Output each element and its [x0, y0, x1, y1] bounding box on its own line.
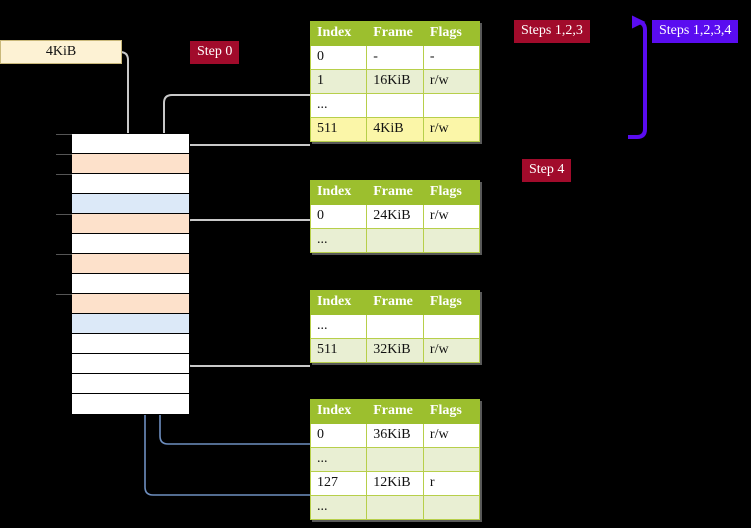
table-cell — [366, 447, 424, 472]
frame-tick-mark — [56, 134, 72, 135]
table-cell: 511 — [309, 338, 368, 363]
table-row: ... — [309, 93, 481, 118]
memory-frame-row — [72, 354, 189, 374]
memory-frame-row — [72, 134, 189, 154]
column-header-frame: Frame — [366, 290, 424, 315]
memory-frame-row — [72, 254, 189, 274]
table-cell: ... — [309, 495, 368, 520]
column-header-flags: Flags — [422, 21, 481, 46]
table-cell: r/w — [422, 117, 481, 142]
frame-tick-mark — [56, 214, 72, 215]
column-header-frame: Frame — [366, 21, 424, 46]
memory-frame-row — [72, 294, 189, 314]
memory-frame-row — [72, 334, 189, 354]
column-header-index: Index — [309, 180, 368, 205]
table-cell: 0 — [309, 204, 368, 229]
column-header-flags: Flags — [422, 180, 481, 205]
physical-memory-column — [56, 133, 190, 415]
table-cell: r — [422, 471, 481, 496]
column-header-index: Index — [309, 21, 368, 46]
table-row: ... — [309, 447, 481, 472]
table-cell: 24KiB — [366, 204, 424, 229]
table-cell — [422, 93, 481, 118]
wire-t3-row511-to-frame — [181, 316, 310, 367]
column-header-frame: Frame — [366, 180, 424, 205]
table-row: ... — [309, 228, 481, 253]
table-cell: 36KiB — [366, 423, 424, 448]
wire-t1-row511-to-frame — [177, 144, 310, 166]
badge-step-0: Step 0 — [190, 41, 240, 64]
frame-tick-mark — [56, 174, 72, 175]
table-cell: ... — [309, 447, 368, 472]
table-cell: 16KiB — [366, 69, 424, 94]
table-cell: 0 — [309, 45, 368, 70]
table-row: ... — [309, 314, 481, 339]
table-cell — [366, 495, 424, 520]
table-cell: 0 — [309, 423, 368, 448]
column-header-frame: Frame — [366, 399, 424, 424]
column-header-flags: Flags — [422, 399, 481, 424]
table-cell: 12KiB — [366, 471, 424, 496]
memory-frame-row — [72, 374, 189, 394]
memory-frame-row — [72, 274, 189, 294]
table-cell: 127 — [309, 471, 368, 496]
memory-frame-row — [72, 314, 189, 334]
table-cell: 32KiB — [366, 338, 424, 363]
table-cell — [422, 314, 481, 339]
table-row: 0-- — [309, 45, 481, 70]
table-cell: ... — [309, 314, 368, 339]
table-cell — [422, 447, 481, 472]
table-cell: 1 — [309, 69, 368, 94]
table-cell: - — [366, 45, 424, 70]
table-cell: r/w — [422, 69, 481, 94]
table-cell — [422, 228, 481, 253]
memory-frame-row — [72, 194, 189, 214]
badge-steps-1234: Steps 1,2,3,4 — [652, 20, 739, 43]
memory-frame-row — [72, 214, 189, 234]
table-cell: 4KiB — [366, 117, 424, 142]
table-cell — [422, 495, 481, 520]
table-row: ... — [309, 495, 481, 520]
column-header-index: Index — [309, 399, 368, 424]
table-cell: ... — [309, 93, 368, 118]
table-cell: 511 — [309, 117, 368, 142]
table-cell: r/w — [422, 204, 481, 229]
column-header-flags: Flags — [422, 290, 481, 315]
table-cell: - — [422, 45, 481, 70]
frame-tick-mark — [56, 154, 72, 155]
table-cell: r/w — [422, 423, 481, 448]
table-cell — [366, 228, 424, 253]
column-header-index: Index — [309, 290, 368, 315]
table-cell — [366, 314, 424, 339]
wire-steps-1234-bracket — [628, 15, 647, 139]
memory-frame-row — [72, 154, 189, 174]
memory-frame-row — [72, 174, 189, 194]
badge-steps-123: Steps 1,2,3 — [514, 20, 590, 43]
table-cell — [366, 93, 424, 118]
table-cell: r/w — [422, 338, 481, 363]
frame-tick-mark — [56, 294, 72, 295]
wire-t2-row0-to-frame — [181, 219, 310, 272]
memory-frame-row — [72, 234, 189, 254]
table-cell: ... — [309, 228, 368, 253]
memory-frame-row — [72, 394, 189, 414]
kib-box: 4KiB — [0, 40, 122, 64]
frame-tick-mark — [56, 254, 72, 255]
badge-step-4: Step 4 — [522, 159, 572, 182]
